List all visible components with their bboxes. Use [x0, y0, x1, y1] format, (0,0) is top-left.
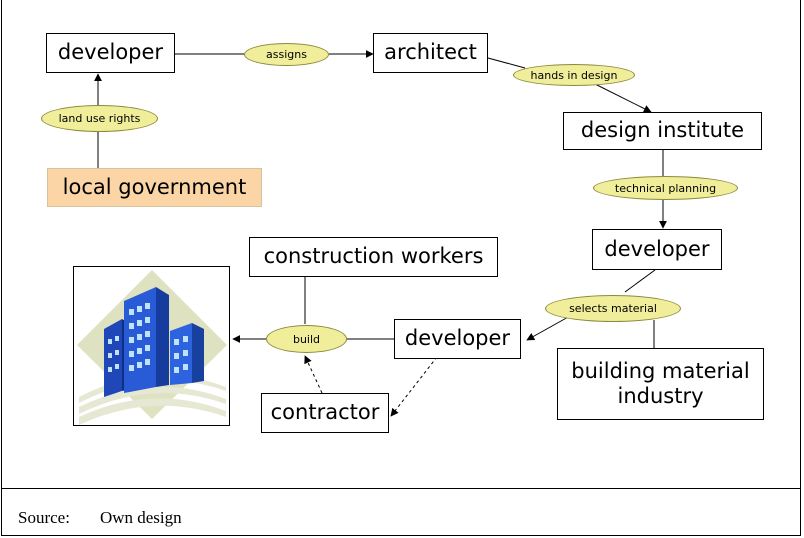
source-divider [1, 488, 801, 489]
source-text: Own design [99, 508, 182, 527]
edge-developer-select [624, 269, 656, 293]
label-hands-in-design: hands in design [513, 64, 635, 86]
label-land-use-rights: land use rights [41, 105, 158, 132]
node-developer-bottom: developer [394, 319, 521, 359]
edge-contractor-build [304, 355, 323, 394]
node-construction-workers: construction workers [249, 237, 498, 277]
node-local-government: local government [47, 168, 262, 207]
building-illustration [73, 266, 230, 426]
node-building-material-industry: building material industry [557, 348, 764, 420]
source-note: Source: Own design [18, 508, 182, 528]
building-icon [77, 270, 227, 425]
node-design-institute: design institute [563, 112, 762, 150]
edge-select-developer [526, 315, 571, 341]
label-technical-planning: technical planning [593, 176, 738, 200]
label-build: build [266, 325, 347, 353]
node-contractor: contractor [261, 393, 389, 433]
label-selects-material: selects material [545, 295, 681, 322]
source-label: Source: [18, 508, 70, 527]
edge-architect-institute-1 [487, 57, 526, 69]
edge-architect-institute-2 [594, 83, 652, 113]
node-developer-mid: developer [592, 229, 722, 270]
node-developer-top: developer [46, 33, 175, 73]
node-architect: architect [373, 33, 488, 73]
edge-developer-contractor [390, 356, 438, 417]
label-assigns: assigns [244, 43, 329, 66]
